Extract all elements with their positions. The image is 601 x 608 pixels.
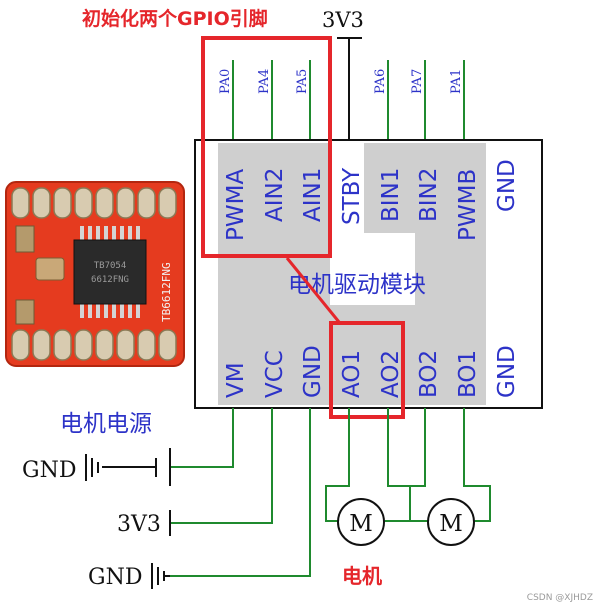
pin-bin2: BIN2 [416, 168, 442, 222]
chip-marking-line-2: 6612FNG [91, 275, 129, 285]
battery-symbol [85, 448, 171, 486]
gnd-label-1: GND [22, 458, 76, 483]
motor-annotation: 电机 [342, 564, 382, 588]
module-gray-fill [218, 143, 486, 405]
pa-labels: PA0 PA4 PA5 PA6 PA7 PA1 [218, 69, 464, 94]
top-pin-labels: PWMA AIN2 AIN1 STBY BIN1 BIN2 PWMB GND [223, 159, 520, 241]
pa-label-pa6: PA6 [373, 69, 388, 94]
highlight-ao-pins [329, 321, 405, 419]
bottom-pin-labels: VM VCC GND AO1 AO2 BO2 BO1 GND [223, 345, 520, 398]
board-pads-bottom [11, 329, 177, 361]
board-pads-top [11, 187, 177, 219]
pin-ain1: AIN1 [300, 168, 326, 222]
power-source-label: 电机电源 [60, 411, 152, 437]
pin-gnd-bottom-2: GND [494, 345, 520, 398]
pa-label-pa7: PA7 [410, 69, 425, 94]
wire-ao2 [384, 408, 411, 522]
driver-chip: TB7054 6612FNG [73, 226, 147, 318]
wire-bo2 [409, 408, 428, 522]
tb6612-board-photo: TB7054 6612FNG TB6612FNG [5, 181, 185, 367]
wire-ao1 [325, 408, 350, 522]
pin-bo2: BO2 [416, 350, 442, 398]
pin-pwmb: PWMB [455, 169, 481, 241]
pa-label-pa5: PA5 [295, 69, 310, 94]
pin-vcc: VCC [262, 350, 288, 398]
pa-wires [232, 60, 465, 140]
pa-label-pa1: PA1 [449, 69, 464, 94]
pin-pwma: PWMA [223, 169, 249, 241]
module-label: 电机驱动模块 [288, 272, 426, 298]
bottom-wires [170, 408, 491, 577]
crystal [35, 257, 65, 281]
pin-bo1: BO1 [455, 350, 481, 398]
motor-1-label: M [349, 511, 373, 537]
board-silkscreen-label: TB6612FNG [160, 262, 173, 322]
pin-vm: VM [223, 362, 249, 398]
pin-ao2: AO2 [378, 350, 404, 398]
pa-label-pa0: PA0 [218, 69, 233, 94]
pin-ao1: AO1 [339, 350, 365, 398]
watermark: CSDN @XJHDZ [527, 593, 593, 603]
wire-vm [170, 408, 234, 468]
annotation-pointer-line [285, 257, 341, 323]
annotation-init-gpio: 初始化两个GPIO引脚 [82, 7, 268, 30]
pin-ain2: AIN2 [262, 168, 288, 222]
chip-marking-line-1: TB7054 [94, 261, 127, 271]
motor-2-label: M [439, 511, 463, 537]
pin-stby: STBY [339, 167, 365, 225]
pin-gnd-bottom-1: GND [300, 345, 326, 398]
motor-2 [427, 498, 475, 546]
pin-bin1: BIN1 [378, 168, 404, 222]
gnd-label-2: GND [88, 565, 142, 590]
motor-1 [337, 498, 385, 546]
pin-gnd-top: GND [494, 159, 520, 212]
ground-symbol [151, 563, 170, 589]
pa-label-pa4: PA4 [257, 69, 272, 94]
wire-vcc [170, 408, 273, 524]
power-3v3-top-label: 3V3 [322, 8, 364, 32]
wire-bo1 [463, 408, 491, 522]
highlight-gpio-pins [201, 36, 332, 258]
power-3v3-label: 3V3 [117, 512, 161, 537]
wire-gnd-bottom [170, 408, 311, 577]
